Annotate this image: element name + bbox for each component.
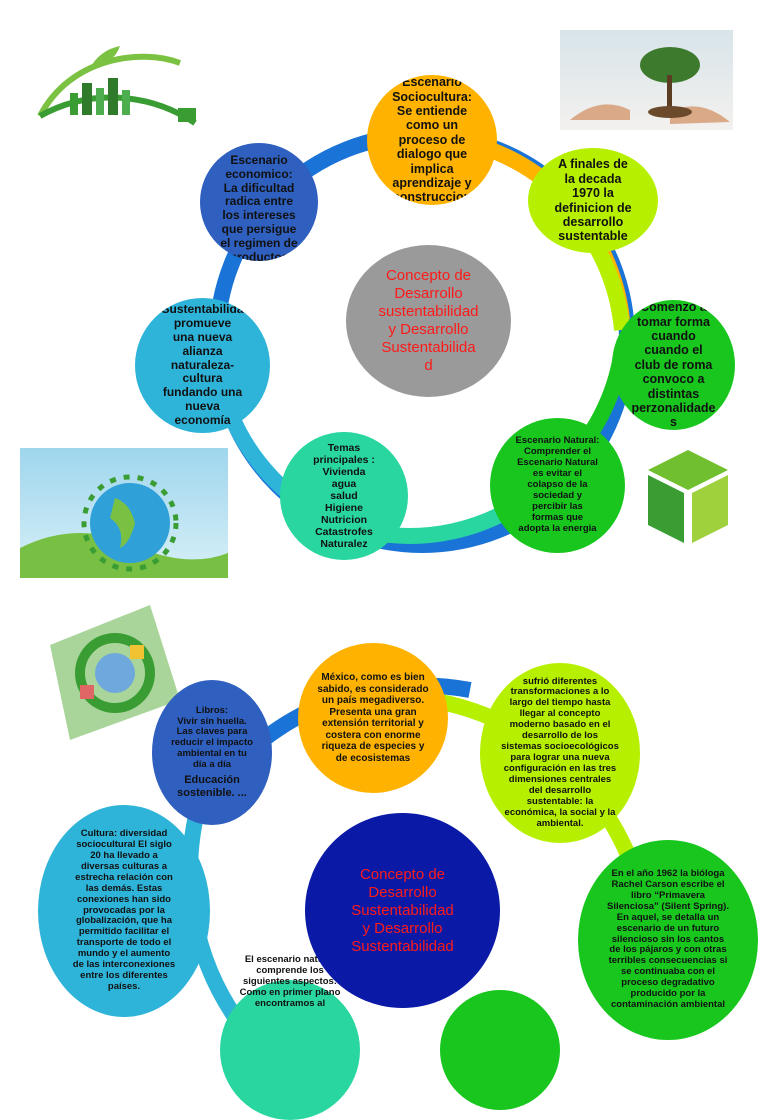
node-libros-content: Libros: Vivir sin huella. Las claves par… — [171, 704, 253, 800]
node-transformaciones-text: sufrió diferentes transformaciones a lo … — [501, 675, 619, 829]
center-concept-1: Concepto de Desarrollo sustentabilidad y… — [346, 245, 511, 397]
node-cultura-text: Cultura: diversidad sociocultural El sig… — [72, 828, 176, 992]
recycling-collage-image — [40, 605, 180, 740]
node-mexico-text: México, como es bien sabido, es consider… — [317, 672, 429, 764]
center-concept-2-text: Concepto de Desarrollo Sustentabilidad y… — [351, 865, 454, 955]
node-decada-1970-text: A finales de la decada 1970 la definicio… — [554, 157, 632, 244]
node-libros-extra: Educación sostenible. ... — [177, 774, 247, 799]
node-sociocultural-text: Escenario Sociocultura: Se entiende como… — [392, 75, 472, 205]
node-transformaciones: sufrió diferentes transformaciones a lo … — [480, 663, 640, 843]
node-temas-text: Temas principales : Vivienda agua salud … — [313, 441, 375, 551]
node-rachel-carson-text: En el año 1962 la bióloga Rachel Carson … — [607, 868, 729, 1011]
node-libros: Libros: Vivir sin huella. Las claves par… — [152, 680, 272, 825]
node-mexico: México, como es bien sabido, es consider… — [298, 643, 448, 793]
node-economico: Escenario economico: La dificultad radic… — [200, 143, 318, 261]
node-club-roma: Comenzo a tomar forma cuando cuando el c… — [612, 300, 735, 430]
node-decada-1970: A finales de la decada 1970 la definicio… — [528, 148, 658, 253]
node-economico-text: Escenario economico: La dificultad radic… — [220, 152, 298, 261]
node-sociocultural: Escenario Sociocultura: Se entiende como… — [367, 75, 497, 205]
hands-tree-image — [560, 30, 733, 130]
node-sustentabilida: Sustentabilida promueve una nueva alianz… — [135, 298, 270, 433]
node-partial-bottom — [440, 990, 560, 1110]
eco-city-plug-image — [30, 38, 200, 128]
node-cultura: Cultura: diversidad sociocultural El sig… — [38, 805, 210, 1017]
node-sustentabilida-text: Sustentabilida promueve una nueva alianz… — [161, 302, 244, 427]
node-escenario-natural: Escenario Natural: Comprender el Escenar… — [490, 418, 625, 553]
center-concept-2: Concepto de Desarrollo Sustentabilidad y… — [305, 813, 500, 1008]
center-concept-1-text: Concepto de Desarrollo sustentabilidad y… — [378, 267, 479, 374]
globe-planet-image — [20, 448, 228, 578]
green-cube-logo-image — [628, 440, 746, 552]
node-club-roma-text: Comenzo a tomar forma cuando cuando el c… — [631, 300, 716, 430]
node-rachel-carson: En el año 1962 la bióloga Rachel Carson … — [578, 840, 758, 1040]
node-escenario-natural-text: Escenario Natural: Comprender el Escenar… — [515, 435, 600, 534]
node-libros-text: Libros: Vivir sin huella. Las claves par… — [171, 704, 253, 771]
node-temas: Temas principales : Vivienda agua salud … — [280, 432, 408, 560]
